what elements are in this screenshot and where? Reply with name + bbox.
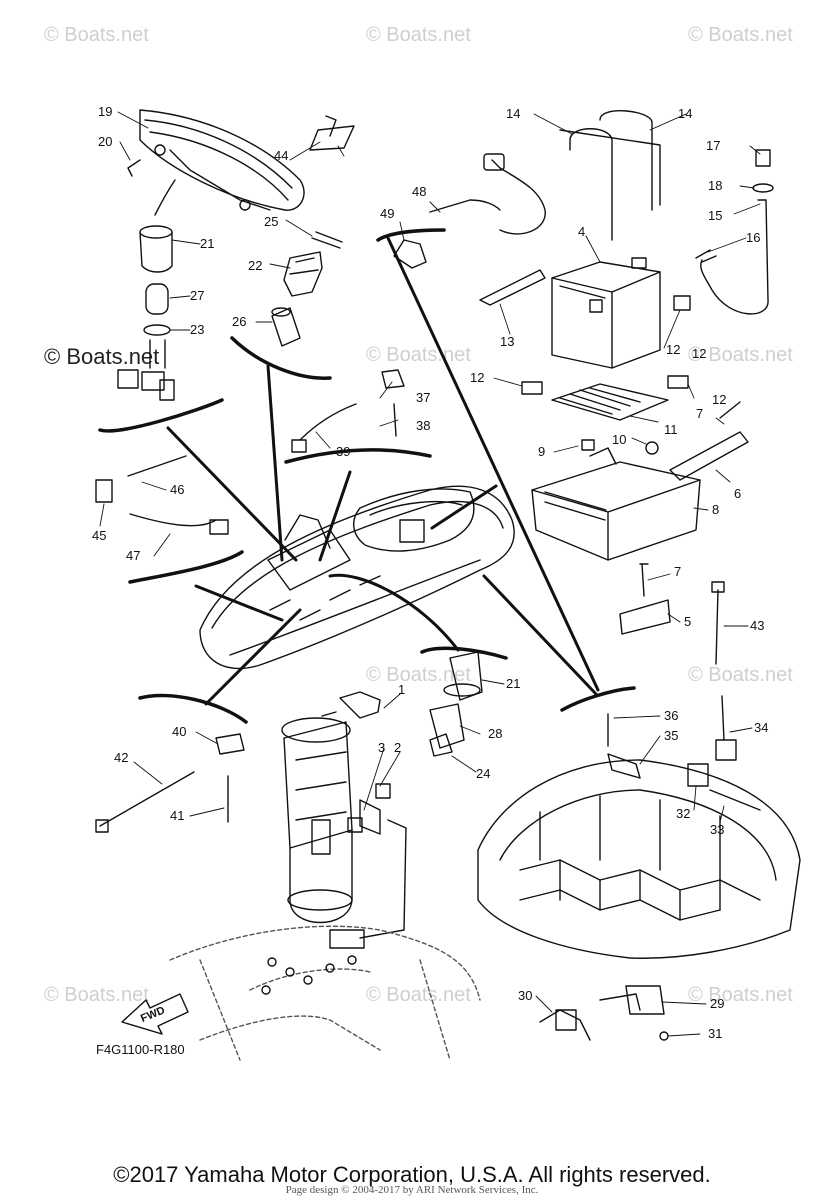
- part-label: 47: [126, 548, 140, 563]
- watermark: © Boats.net: [366, 664, 471, 686]
- part-label: 15: [708, 208, 722, 223]
- part-label: 11: [664, 422, 678, 437]
- part-label: 46: [170, 482, 184, 497]
- watermark: © Boats.net: [688, 664, 793, 686]
- part-label: 32: [676, 806, 690, 821]
- part-label: 16: [746, 230, 760, 245]
- part-label: 8: [712, 502, 719, 517]
- watercraft-hull: [199, 485, 515, 670]
- part-label: 28: [488, 726, 502, 741]
- reference-code: F4G1100-R180: [96, 1042, 185, 1057]
- part-label: 12: [712, 392, 726, 407]
- part-label: 3: [378, 740, 385, 755]
- fasteners: [95, 369, 761, 1041]
- part-label: 21: [506, 676, 520, 691]
- part-label: 14: [506, 106, 520, 121]
- part-label: 19: [98, 104, 112, 119]
- part-label: 36: [664, 708, 678, 723]
- part-label: 41: [170, 808, 184, 823]
- part-label: 31: [708, 1026, 722, 1041]
- part-label: 18: [708, 178, 722, 193]
- fuel-pump-assembly: [281, 651, 483, 949]
- part-label: 12: [666, 342, 680, 357]
- part-label: 14: [678, 106, 692, 121]
- part-label: 27: [190, 288, 204, 303]
- watermark: © Boats.net: [688, 24, 793, 46]
- part-label: 43: [750, 618, 764, 633]
- part-label: 6: [734, 486, 741, 501]
- watermark: © Boats.net: [688, 984, 793, 1006]
- meter-assembly: [117, 109, 355, 401]
- watermark: © Boats.net: [44, 984, 149, 1006]
- part-label: 4: [578, 224, 585, 239]
- leader-lines: [166, 236, 600, 706]
- part-label: 17: [706, 138, 720, 153]
- part-label: 26: [232, 314, 246, 329]
- label-leaders: [99, 111, 761, 1037]
- part-label: 34: [754, 720, 768, 735]
- part-label: 22: [248, 258, 262, 273]
- callout-lines: [98, 228, 636, 724]
- part-label: 35: [664, 728, 678, 743]
- part-label: 5: [684, 614, 691, 629]
- part-label: 24: [476, 766, 490, 781]
- page-credit: Page design © 2004-2017 by ARI Network S…: [285, 1184, 539, 1196]
- watermark: © Boats.net: [688, 344, 793, 366]
- engine-fittings: [261, 955, 357, 995]
- part-label: 13: [500, 334, 514, 349]
- part-label: 23: [190, 322, 204, 337]
- part-label: 48: [412, 184, 426, 199]
- copyright-notice: ©2017 Yamaha Motor Corporation, U.S.A. A…: [113, 1162, 711, 1187]
- part-label: 12: [692, 346, 706, 361]
- watermark: © Boats.net: [366, 984, 471, 1006]
- part-label: 21: [200, 236, 214, 251]
- engine-deck: [169, 925, 481, 1061]
- part-label: 9: [538, 444, 545, 459]
- part-label: 38: [416, 418, 430, 433]
- part-label: 1: [398, 682, 405, 697]
- hatch-frame: [477, 759, 801, 959]
- battery-box: [531, 401, 749, 635]
- part-label: 40: [172, 724, 186, 739]
- part-label: 30: [518, 988, 532, 1003]
- part-label: 37: [416, 390, 430, 405]
- part-label: 45: [92, 528, 106, 543]
- part-label: 7: [674, 564, 681, 579]
- part-label: 12: [470, 370, 484, 385]
- part-label: 42: [114, 750, 128, 765]
- part-label: 20: [98, 134, 112, 149]
- part-label: 39: [336, 444, 350, 459]
- part-label: 10: [612, 432, 626, 447]
- part-label: 33: [710, 822, 724, 837]
- watermark: © Boats.net: [44, 24, 149, 46]
- watermark: © Boats.net: [366, 24, 471, 46]
- part-number-labels: 1 2 3 4 5 6 7 7 8 9 10 11 12 12 12 12 13…: [92, 104, 768, 1041]
- watermark: © Boats.net: [44, 344, 160, 369]
- battery-assembly: [393, 110, 774, 421]
- part-label: 25: [264, 214, 278, 229]
- part-label: 29: [710, 996, 724, 1011]
- part-label: 49: [380, 206, 394, 221]
- part-label: 44: [274, 148, 288, 163]
- part-label: 2: [394, 740, 401, 755]
- part-label: 7: [696, 406, 703, 421]
